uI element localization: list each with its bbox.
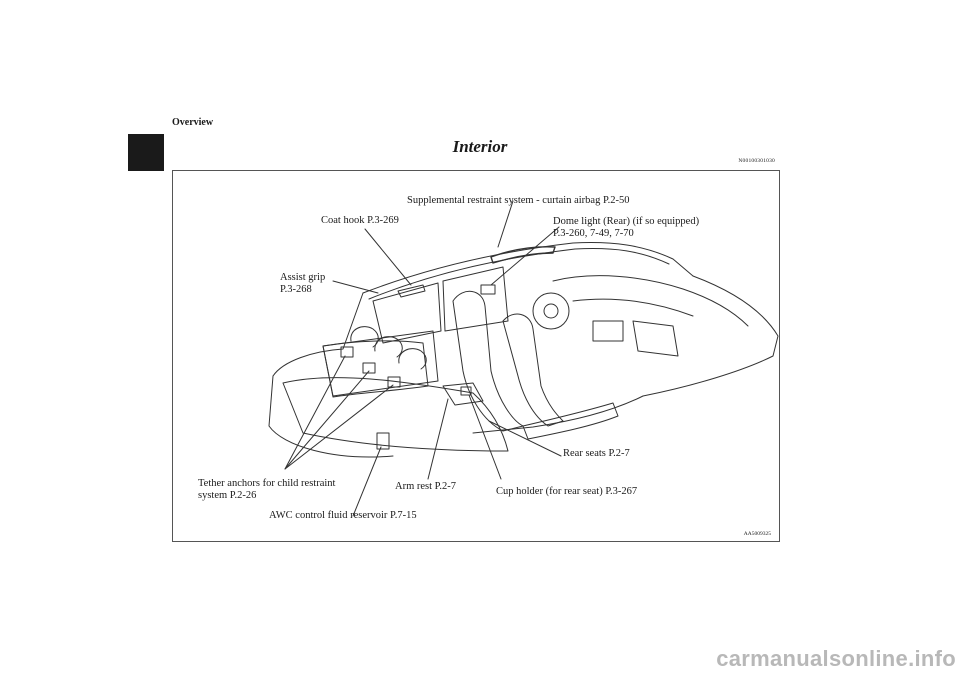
callout-curtain-airbag: Supplemental restraint system - curtain … (407, 195, 630, 206)
interior-illustration (268, 200, 779, 517)
callout-assist-grip-page: P.3-268 (280, 284, 312, 295)
section-tab-marker (128, 134, 164, 171)
callout-arm-rest: Arm rest P.2-7 (395, 481, 456, 492)
watermark: carmanualsonline.info (0, 644, 960, 678)
callout-tether-anchors: Tether anchors for child restraint (198, 478, 336, 489)
page-title: Interior (452, 137, 508, 156)
callout-awc-reservoir: AWC control fluid reservoir P.7-15 (269, 510, 417, 521)
document-code: N00100301030 (738, 158, 775, 164)
watermark-text: carmanualsonline.info (716, 646, 956, 671)
callout-dome-light-pages: P.3-260, 7-49, 7-70 (553, 228, 634, 239)
callout-dome-light: Dome light (Rear) (if so equipped) (553, 216, 700, 227)
callout-cup-holder: Cup holder (for rear seat) P.3-267 (496, 486, 638, 497)
section-label: Overview (172, 117, 214, 128)
callout-coat-hook: Coat hook P.3-269 (321, 215, 399, 226)
callout-tether-anchors-page: system P.2-26 (198, 490, 257, 501)
callout-assist-grip: Assist grip (280, 272, 326, 283)
callout-rear-seats: Rear seats P.2-7 (563, 448, 630, 459)
interior-figure: Supplemental restraint system - curtain … (172, 170, 780, 542)
figure-code: AA5009325 (743, 531, 771, 537)
